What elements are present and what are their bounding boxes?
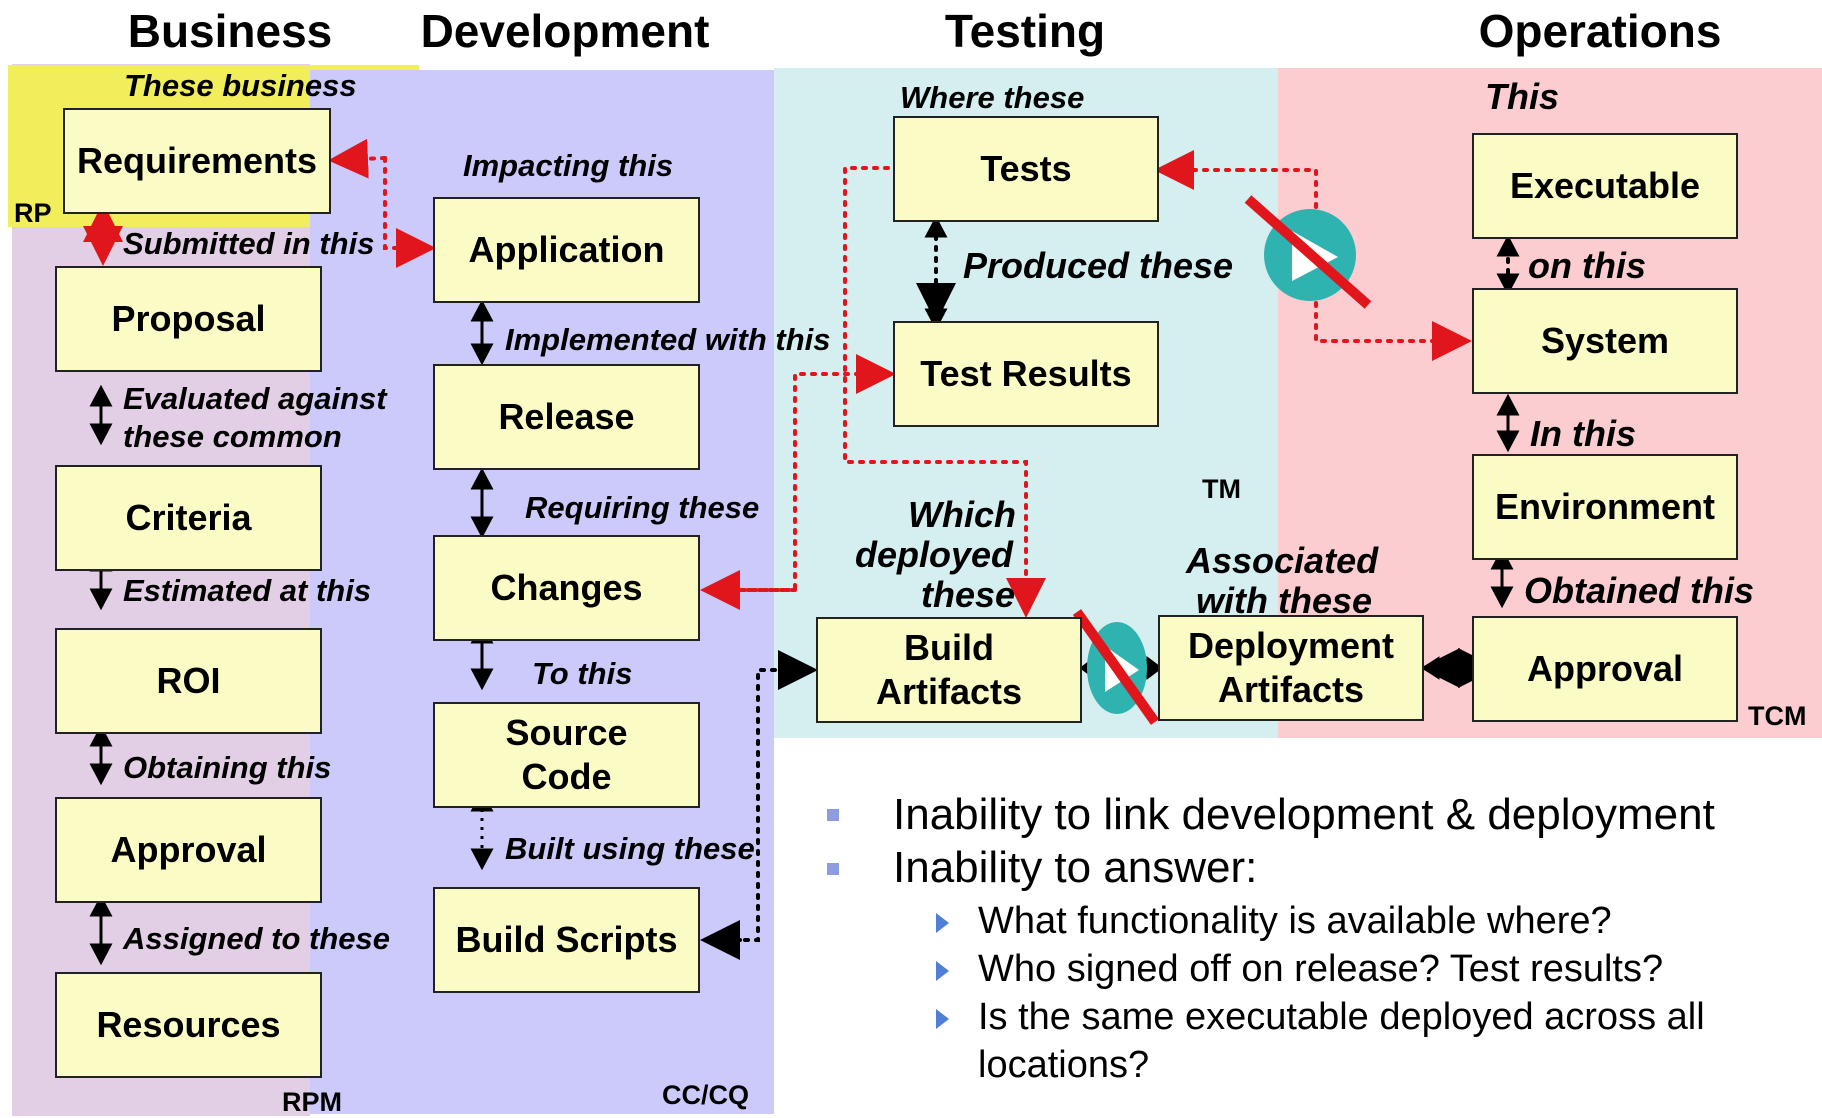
business-lane (12, 64, 310, 1116)
tag-tcm: TCM (1748, 701, 1807, 731)
label-these-common: these common (123, 419, 342, 454)
arrow-approval-resources (89, 894, 113, 966)
arrow-proposal-criteria (89, 384, 113, 446)
bullet-square-icon (827, 863, 839, 875)
label-in-this: In this (1530, 413, 1636, 454)
label-assigned-to-these: Assigned to these (123, 921, 390, 956)
label-which: Which (908, 494, 1016, 535)
header-development: Development (420, 5, 710, 57)
box-roi: ROI (55, 628, 322, 734)
arrow-application-release (470, 299, 494, 366)
box-executable: Executable (1472, 133, 1738, 239)
tag-rpm: RPM (282, 1087, 342, 1117)
bullet-item-2: Inability to answer: (893, 843, 1258, 892)
header-business: Business (127, 5, 333, 57)
bullet-sub-2: Who signed off on release? Test results? (978, 948, 1664, 990)
box-approval-ops: Approval (1472, 616, 1738, 722)
box-changes: Changes (433, 535, 700, 641)
box-source-code: Source Code (433, 702, 700, 808)
link-requirements-application (383, 156, 436, 268)
label-requiring-these: Requiring these (525, 490, 760, 525)
label-these-business: These business (124, 68, 357, 103)
label-implemented-with-this: Implemented with this (505, 322, 831, 357)
label-associated: Associated (1186, 540, 1379, 581)
bullet-sub-1: What functionality is available where? (978, 900, 1612, 942)
label-where-these: Where these (900, 80, 1085, 115)
box-release: Release (433, 364, 700, 470)
bullet-triangle-icon (936, 961, 949, 981)
bullet-triangle-icon (936, 913, 949, 933)
box-resources: Resources (55, 972, 322, 1078)
arrow-tests-testresults (924, 215, 948, 331)
box-deployment-artifacts: Deployment Artifacts (1158, 615, 1424, 721)
box-approval-business: Approval (55, 797, 322, 903)
box-requirements: Requirements (63, 108, 331, 214)
bullet-item-1: Inability to link development & deployme… (893, 790, 1715, 839)
play-forbidden-icon (1244, 195, 1372, 309)
box-build-scripts: Build Scripts (433, 887, 700, 993)
label-this-ops: This (1485, 76, 1560, 117)
bullet-sub-3-cont: locations? (978, 1044, 1150, 1086)
label-obtaining-this: Obtaining this (123, 750, 332, 785)
label-impacting-this: Impacting this (463, 148, 674, 183)
box-environment: Environment (1472, 454, 1738, 560)
arrow-system-environment (1496, 393, 1520, 453)
box-application: Application (433, 197, 700, 303)
box-system: System (1472, 288, 1738, 394)
label-evaluated-against: Evaluated against (123, 381, 387, 416)
label-obtained-this: Obtained this (1524, 570, 1755, 611)
label-deployed: deployed (855, 534, 1014, 575)
label-produced-these: Produced these (963, 245, 1234, 286)
box-proposal: Proposal (55, 266, 322, 372)
arrow-release-changes (470, 467, 494, 539)
link-buildscripts-buildartifacts (710, 650, 818, 942)
label-submitted-in-this: Submitted in this (123, 226, 375, 261)
link-tests-system (1238, 168, 1472, 361)
arrow-executable-system (1496, 234, 1520, 296)
label-estimated-at-this: Estimated at this (123, 573, 372, 608)
arrow-roi-approval (89, 724, 113, 786)
label-on-this: on this (1528, 245, 1646, 286)
play-forbidden-icon (1072, 609, 1160, 725)
tag-tm: TM (1202, 474, 1241, 504)
label-built-using-these: Built using these (505, 831, 755, 866)
box-criteria: Criteria (55, 465, 322, 571)
bullet-sub-3: Is the same executable deployed across a… (978, 996, 1705, 1038)
bullet-triangle-icon (936, 1009, 949, 1029)
box-build-artifacts: Build Artifacts (816, 617, 1082, 723)
header-testing: Testing (944, 5, 1106, 57)
bullet-square-icon (827, 809, 839, 821)
label-with-these: with these (1196, 580, 1373, 621)
tag-ccq: CC/CQ (662, 1080, 749, 1110)
label-to-this: To this (532, 656, 633, 691)
link-application-requirements (328, 138, 387, 179)
box-test-results: Test Results (893, 321, 1159, 427)
tag-rp: RP (14, 198, 52, 228)
header-operations: Operations (1478, 5, 1722, 57)
box-tests: Tests (893, 116, 1159, 222)
label-these: these (921, 574, 1016, 615)
